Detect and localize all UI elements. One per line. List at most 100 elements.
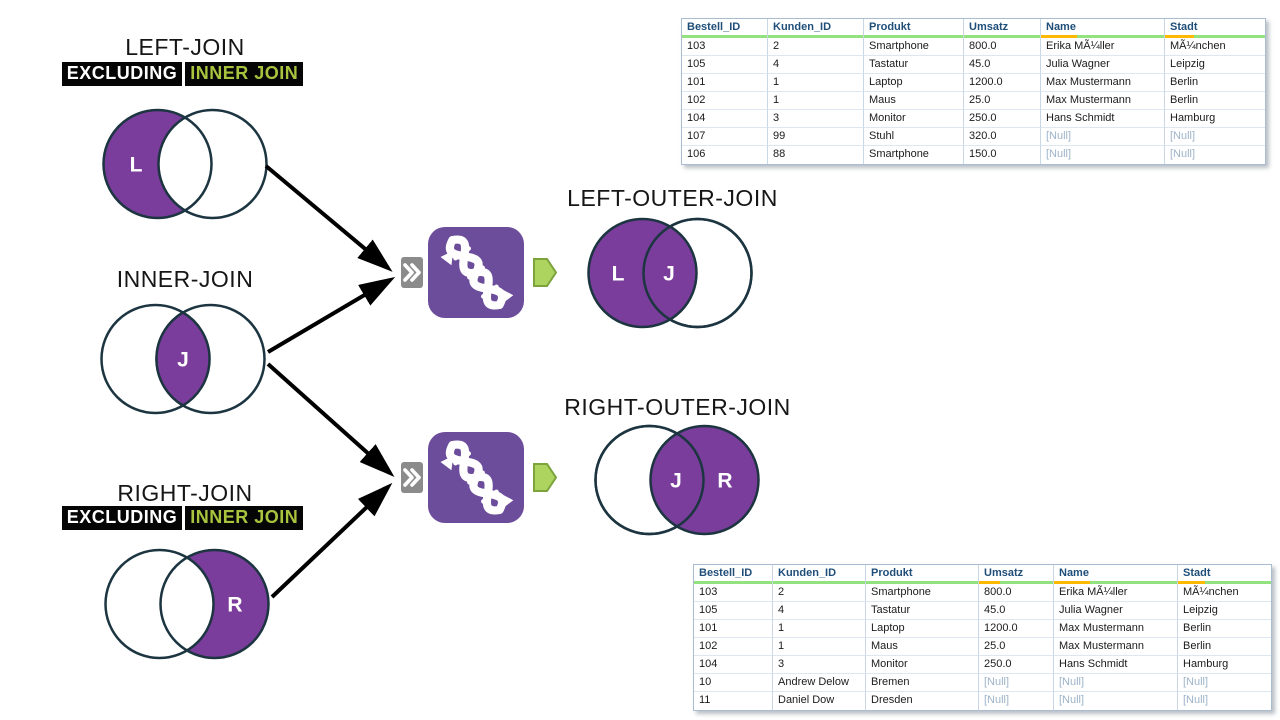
table-cell: Maus xyxy=(866,638,979,656)
table-cell: Max Mustermann xyxy=(1041,92,1165,110)
table-cell: Hamburg xyxy=(1165,110,1265,128)
venn-label-r: R xyxy=(717,470,732,493)
table-cell: 800.0 xyxy=(979,584,1054,602)
venn-left-outer-join: L J xyxy=(587,217,753,329)
table-cell: 105 xyxy=(694,602,773,620)
table-cell: 103 xyxy=(694,584,773,602)
table-cell: Hamburg xyxy=(1178,656,1271,674)
right-outer-join-title: RIGHT-OUTER-JOIN xyxy=(564,394,791,420)
table-cell: Max Mustermann xyxy=(1054,620,1178,638)
left-outer-join-title: LEFT-OUTER-JOIN xyxy=(567,185,778,211)
table-cell: [Null] xyxy=(1041,146,1165,164)
table-cell: [Null] xyxy=(1170,148,1196,160)
venn-label-j: J xyxy=(670,470,682,493)
table-cell: 250.0 xyxy=(979,656,1054,674)
table-cell: 1 xyxy=(768,92,864,110)
table-cell: Leipzig xyxy=(1165,56,1265,74)
column-header: Name xyxy=(1041,19,1165,38)
badge-excluding-label: EXCLUDING xyxy=(61,506,183,530)
table-cell: 2 xyxy=(773,584,866,602)
green-arrow-icon xyxy=(533,258,558,287)
table-cell: 1 xyxy=(773,620,866,638)
table-cell: Andrew Delow xyxy=(773,674,866,692)
table-cell: [Null] xyxy=(1165,128,1265,146)
table-cell: 107 xyxy=(682,128,768,146)
table-cell: Laptop xyxy=(866,620,979,638)
table-cell: [Null] xyxy=(979,692,1054,710)
badge-inner-join-label: INNER JOIN xyxy=(185,62,304,86)
data-quality-bar xyxy=(964,35,1040,38)
table-cell: Smartphone xyxy=(866,584,979,602)
badge-excluding-label: EXCLUDING xyxy=(61,62,183,86)
table-cell: 2 xyxy=(768,38,864,56)
table-cell: 45.0 xyxy=(964,56,1041,74)
column-header: Name xyxy=(1054,565,1178,584)
table-cell: 25.0 xyxy=(964,92,1041,110)
column-header: Bestell_ID xyxy=(682,19,768,38)
table-cell: 103 xyxy=(682,38,768,56)
arrow-innerjoin-to-tool1 xyxy=(266,276,396,354)
double-chevron-icon xyxy=(401,462,423,493)
table-cell: Julia Wagner xyxy=(1054,602,1178,620)
column-header: Umsatz xyxy=(964,19,1041,38)
table-cell: Berlin xyxy=(1178,638,1271,656)
table-cell: MÃ¼nchen xyxy=(1165,38,1265,56)
column-header: Umsatz xyxy=(979,565,1054,584)
dna-join-icon xyxy=(440,235,514,310)
table-cell: Daniel Dow xyxy=(773,692,866,710)
table-cell: 45.0 xyxy=(979,602,1054,620)
table-cell: Julia Wagner xyxy=(1041,56,1165,74)
venn-label-l: L xyxy=(130,154,143,177)
table-cell: Monitor xyxy=(864,110,964,128)
table-cell: 101 xyxy=(694,620,773,638)
double-chevron-icon xyxy=(401,257,423,288)
table-cell: Hans Schmidt xyxy=(1054,656,1178,674)
table-cell: Stuhl xyxy=(864,128,964,146)
table-cell: 11 xyxy=(694,692,773,710)
table-cell: Berlin xyxy=(1178,620,1271,638)
table-cell: Leipzig xyxy=(1178,602,1271,620)
data-quality-bar xyxy=(773,581,865,584)
venn-right-outer-join: J R xyxy=(594,424,760,536)
venn-label-l: L xyxy=(612,263,625,286)
data-quality-bar xyxy=(864,35,963,38)
arrow-rightjoin-to-tool2 xyxy=(270,482,393,599)
join-tool-1 xyxy=(428,227,524,318)
table-cell: 3 xyxy=(768,110,864,128)
table-cell: Berlin xyxy=(1165,92,1265,110)
table-cell: [Null] xyxy=(1183,694,1209,706)
venn-inner-join: J xyxy=(100,303,266,415)
inner-join-title: INNER-JOIN xyxy=(116,266,254,292)
table-cell: 800.0 xyxy=(964,38,1041,56)
table-cell: Bremen xyxy=(866,674,979,692)
table-cell: 99 xyxy=(768,128,864,146)
left-join-title: LEFT-JOIN xyxy=(125,34,245,60)
data-quality-bar xyxy=(979,581,1053,584)
table-cell: [Null] xyxy=(1054,692,1178,710)
table-cell: 320.0 xyxy=(964,128,1041,146)
table-cell: 1200.0 xyxy=(979,620,1054,638)
table-cell: Dresden xyxy=(866,692,979,710)
table-cell: 150.0 xyxy=(964,146,1041,164)
table-cell: [Null] xyxy=(1178,674,1271,692)
table-cell: Erika MÃ¼ller xyxy=(1054,584,1178,602)
data-quality-bar xyxy=(1178,581,1271,584)
table-cell: Erika MÃ¼ller xyxy=(1041,38,1165,56)
table-cell: 102 xyxy=(682,92,768,110)
